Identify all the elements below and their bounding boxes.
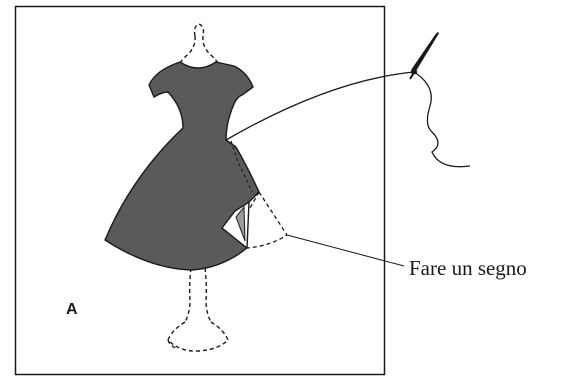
thread-icon (226, 72, 470, 167)
needle-icon (410, 33, 438, 79)
mark-callout-label: Fare un segno (409, 258, 527, 279)
dress-hem-outline (247, 192, 287, 248)
callout-leader-line (287, 235, 404, 266)
panel-label: A (66, 302, 78, 318)
